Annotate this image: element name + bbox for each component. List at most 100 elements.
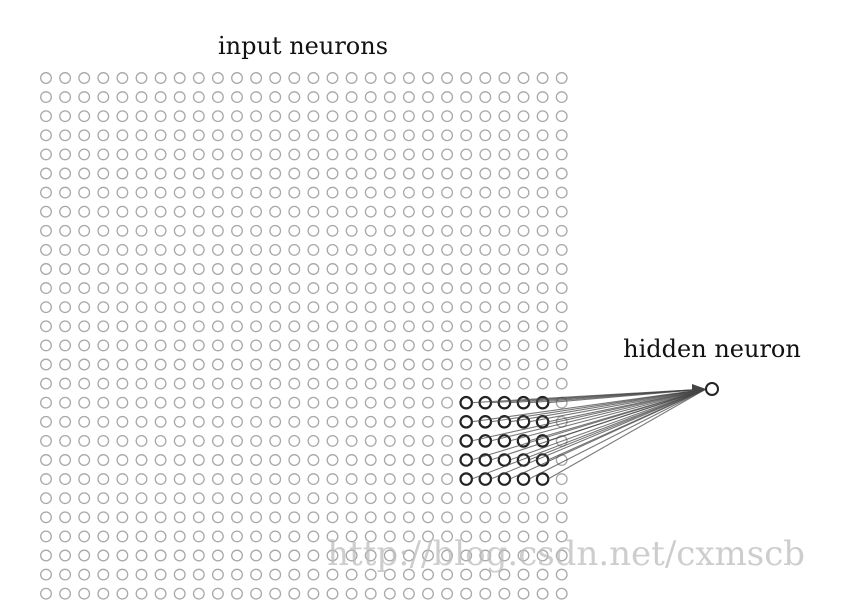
input-neuron (345, 282, 358, 295)
input-neuron (422, 224, 434, 237)
receptive-field-neuron (516, 395, 531, 410)
connection-lines (471, 384, 707, 480)
input-neuron (422, 473, 434, 486)
input-neuron (555, 263, 568, 275)
input-neuron (211, 339, 224, 352)
input-neuron (135, 110, 148, 123)
input-neuron (441, 454, 454, 466)
input-neuron (364, 110, 377, 123)
input-neuron (498, 148, 511, 161)
input-neuron (59, 72, 72, 84)
input-neuron (555, 377, 568, 390)
input-neuron (154, 186, 167, 199)
connection-line (509, 388, 707, 461)
input-neuron (40, 148, 52, 161)
input-neuron (517, 492, 530, 505)
input-neuron (250, 205, 263, 218)
input-neuron (192, 530, 205, 543)
input-neuron (154, 511, 167, 524)
input-neuron (59, 549, 72, 562)
input-neuron (231, 358, 243, 371)
input-neuron (498, 492, 511, 505)
input-neuron (269, 320, 282, 333)
input-neuron (250, 339, 263, 352)
input-neuron (97, 282, 110, 295)
input-neuron (383, 263, 396, 275)
input-neuron (460, 243, 473, 256)
input-neuron (364, 358, 377, 371)
input-neuron (116, 415, 129, 428)
input-neuron (78, 320, 91, 333)
input-neuron (307, 110, 320, 123)
input-neuron (517, 91, 530, 104)
input-neuron (345, 339, 358, 352)
input-neuron (383, 530, 396, 543)
input-neuron (383, 129, 396, 142)
input-neuron (211, 243, 224, 256)
input-neuron (173, 415, 186, 428)
input-neuron (383, 434, 396, 447)
input-neuron (269, 129, 282, 142)
input-neuron (154, 224, 167, 237)
input-neuron (479, 358, 492, 371)
connection-line (528, 388, 707, 480)
input-neuron (269, 110, 282, 123)
input-neuron (536, 186, 549, 199)
input-neuron (59, 282, 72, 295)
input-neuron (154, 339, 167, 352)
input-neuron (59, 492, 72, 505)
input-neurons-label: input neurons (218, 32, 388, 60)
input-neuron (269, 415, 282, 428)
connection-line (471, 388, 707, 480)
input-neuron (116, 358, 129, 371)
input-neuron (422, 320, 434, 333)
input-neuron (307, 549, 320, 562)
input-neuron (402, 339, 415, 352)
input-neuron (154, 396, 167, 409)
input-neuron (135, 473, 148, 486)
input-neuron (269, 454, 282, 466)
input-neuron (326, 530, 339, 543)
input-neuron (269, 358, 282, 371)
input-neuron (460, 129, 473, 142)
input-neuron (345, 568, 358, 581)
input-neuron (307, 511, 320, 524)
input-neuron (59, 339, 72, 352)
input-neuron (441, 492, 454, 505)
input-neuron (536, 320, 549, 333)
input-neuron (364, 167, 377, 180)
input-neuron (211, 301, 224, 314)
input-neuron (40, 377, 52, 390)
input-neuron (211, 511, 224, 524)
input-neuron (173, 358, 186, 371)
input-neuron (422, 530, 434, 543)
input-neuron (116, 72, 129, 84)
input-neuron (40, 282, 52, 295)
input-neuron (269, 148, 282, 161)
arrow-head (692, 384, 706, 394)
input-neuron (536, 282, 549, 295)
input-neuron (250, 415, 263, 428)
input-neuron (97, 339, 110, 352)
input-neuron (460, 568, 473, 581)
input-neuron (422, 263, 434, 275)
input-neuron (231, 396, 243, 409)
input-neuron (154, 320, 167, 333)
input-neuron (288, 282, 301, 295)
input-neuron (173, 243, 186, 256)
input-neuron (536, 224, 549, 237)
input-neuron (536, 549, 549, 562)
input-neuron (173, 320, 186, 333)
input-neuron (517, 530, 530, 543)
input-neuron (326, 129, 339, 142)
input-neuron (383, 587, 396, 600)
input-neuron (441, 530, 454, 543)
connection-line (547, 388, 707, 404)
input-neuron (460, 320, 473, 333)
input-neuron (383, 492, 396, 505)
input-neuron (116, 454, 129, 466)
input-neuron (536, 587, 549, 600)
input-neuron (78, 129, 91, 142)
input-neuron (250, 186, 263, 199)
input-neuron (383, 454, 396, 466)
